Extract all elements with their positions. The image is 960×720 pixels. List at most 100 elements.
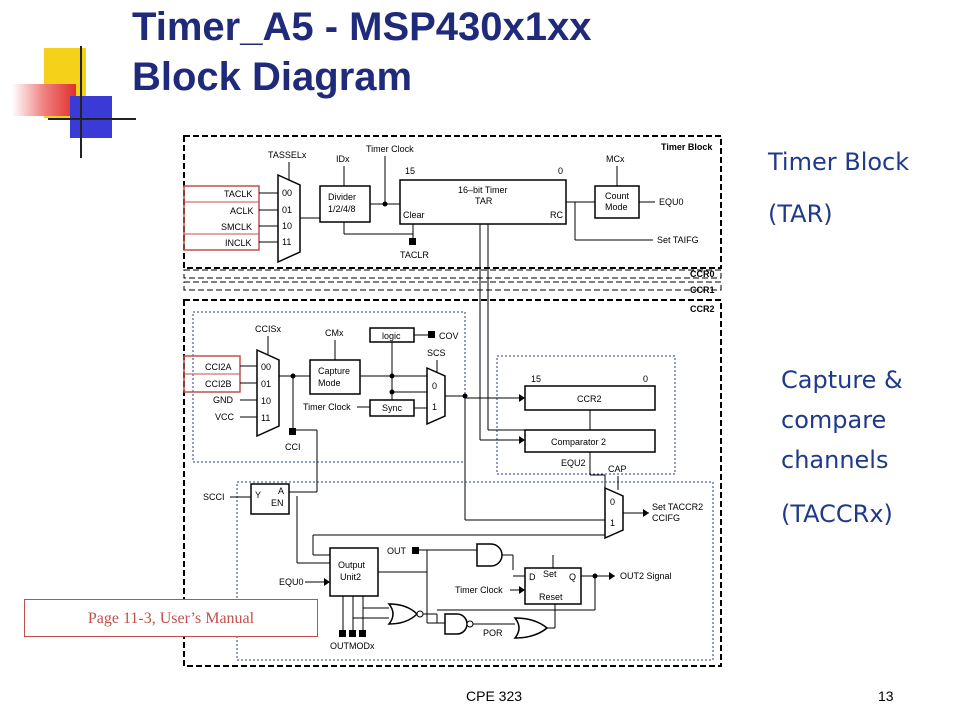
cci-input-gnd: GND [213,395,234,405]
sync-label: Sync [382,403,403,413]
equ0-label: EQU0 [659,197,684,207]
idx-label: IDx [336,154,350,164]
outmod-node-1 [339,630,346,637]
timer-block-register: (TAR) [768,200,833,228]
ccr2-bit-15: 15 [531,374,541,384]
deco-red-square [12,84,76,116]
side-label-capture: Capture & compare channels (TACCRx) [781,360,903,534]
logic-label: logic [382,331,401,341]
tar-bit-15: 15 [405,166,415,176]
set-taifg-label: Set TAIFG [657,235,699,245]
capture-mode-label-2: Mode [318,378,341,388]
title-line-2: Block Diagram [132,55,413,99]
timer-block-title: Timer Block [661,142,713,152]
mux-sel-11: 11 [282,237,291,247]
deco-blue-square [70,96,112,138]
and-gate-2-bubble [466,620,474,628]
input-inclk: INCLK [225,238,252,248]
cci-mux [256,348,280,438]
por-label: POR [483,628,503,638]
capture-line-2: compare [781,406,887,434]
mux-sel-00: 00 [282,188,292,198]
cci-sel-00: 00 [261,362,271,372]
cci-sel-01: 01 [261,379,271,389]
equ2-label: EQU2 [561,458,586,468]
timer-tar-label: TAR [475,196,493,206]
equ0-label-b: EQU0 [279,577,304,587]
cci-sel-11: 11 [261,413,270,423]
rc-label: RC [550,210,563,220]
outmod-node-3 [359,630,366,637]
capture-subframe [192,311,466,463]
ccifg-arrow [643,509,649,517]
and-gate-1 [476,543,503,567]
ccr1-frame [183,281,722,291]
ccifg-mux [604,486,624,540]
latch-en: EN [271,498,284,508]
ccifg-sel-1: 1 [610,518,615,528]
outmodx-label: OUTMODx [330,641,375,651]
out2-arrow [609,572,615,580]
timer-clock-label-3: Timer Clock [455,585,503,595]
divider-label: Divider [328,192,356,202]
mux-sel-01: 01 [282,205,292,215]
input-aclk: ACLK [230,206,254,216]
capture-mode-block [309,359,361,395]
timer-clock-label: Timer Clock [366,144,414,154]
ff-d: D [529,572,536,582]
taclr-node [409,238,416,245]
capture-line-3: channels [781,446,889,474]
manual-reference-box: Page 11-3, User’s Manual [24,599,318,637]
capture-line-1: Capture & [781,366,903,394]
scs-label: SCS [427,348,446,358]
ff-reset: Reset [539,592,563,602]
output-unit-block [329,547,379,597]
ccr0-label: CCR0 [690,269,715,279]
latch-y: Y [255,490,261,500]
count-mode-label: Count [605,191,630,201]
cci-sel-10: 10 [261,396,271,406]
ccr2-register-label: CCR2 [577,394,602,404]
out2-signal-label: OUT2 Signal [620,571,672,581]
input-highlight-box [183,185,260,251]
deco-horizontal-line [48,118,136,120]
ff-q-node [592,573,598,579]
nor-gate [387,603,419,625]
scci-label: SCCI [203,492,225,502]
timer-label: 16–bit Timer [458,185,508,195]
ff-q: Q [569,572,576,582]
mcx-label: MCx [606,154,625,164]
output-unit-label-2: Unit2 [340,572,361,582]
capture-register: (TACCRx) [781,500,893,528]
out-label: OUT [387,546,407,556]
ff-set: Set [543,569,557,579]
ccr2-label: CCR2 [690,304,715,314]
comparator-label: Comparator 2 [551,437,606,447]
comparator-arrow [519,436,525,444]
count-mode-block [594,185,640,219]
deco-vertical-line [80,46,82,158]
slide-title: Timer_A5 - MSP430x1xx Block Diagram [132,2,732,102]
output-subframe [236,481,714,661]
ccr2-bit-0: 0 [643,374,648,384]
cov-node [428,331,435,338]
ccr0-frame [183,269,722,279]
scs-sel-1: 1 [432,402,437,412]
latch-block [250,483,290,515]
input-smclk: SMCLK [221,222,252,232]
cmx-label: CMx [325,328,344,338]
timer-clock3-arrow [519,586,525,594]
cci-input-cci2b: CCI2B [205,379,232,389]
divider-ratio: 1/2/4/8 [328,204,356,214]
cap-label: CAP [608,464,627,474]
latch-a: A [278,486,284,496]
input-taclk: TACLK [224,189,252,199]
cov-label: COV [439,331,459,341]
ccr1-label: CCR1 [690,285,715,295]
cci-input-vcc: VCC [215,412,235,422]
timer-block-label: Timer Block [768,148,910,176]
nor-gate-bubble [416,610,424,618]
tasselx-label: TASSELx [268,150,307,160]
or-gate [513,617,549,639]
and-gate-2 [444,613,468,635]
